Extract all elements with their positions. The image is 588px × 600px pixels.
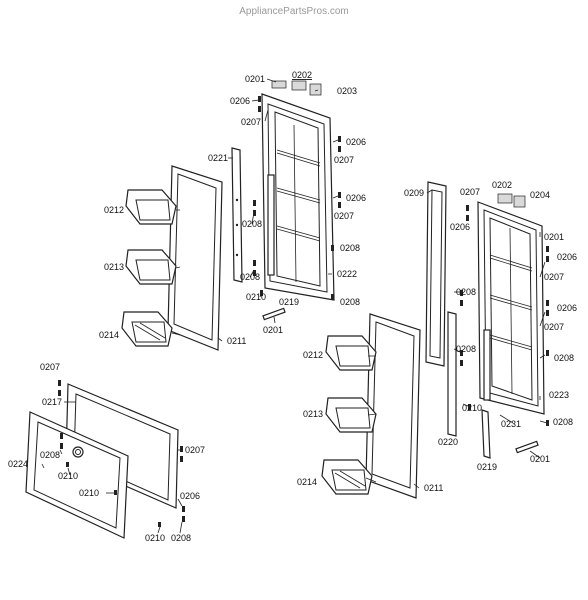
part-labels: 0201 0202 0203 0206 0207 0206 0207 0221 …	[8, 70, 577, 543]
part-label: 0231	[501, 419, 521, 429]
part-label: 0207	[544, 272, 564, 282]
watermark: AppliancePartsPros.com	[239, 6, 349, 17]
part-label: 0210	[145, 533, 165, 543]
part-label: 0208	[456, 287, 476, 297]
part-label: 0212	[104, 205, 124, 215]
part-label: 0206	[450, 222, 470, 232]
trim-strip-0220	[447, 311, 457, 437]
part-label: 0201	[530, 454, 550, 464]
part-label: 0208	[340, 243, 360, 253]
part-label: 0217	[42, 397, 62, 407]
part-label: 0207	[334, 211, 354, 221]
part-label: 0223	[549, 390, 569, 400]
part-label: 0212	[303, 350, 323, 360]
part-label: 0206	[346, 193, 366, 203]
part-label: 0208	[340, 297, 360, 307]
hinge-cap-0201	[271, 80, 287, 89]
part-label: 0206	[557, 252, 577, 262]
cap-0202-right	[497, 193, 513, 204]
part-label: 0207	[185, 445, 205, 455]
part-label: 0220	[438, 437, 458, 447]
part-label: 0208	[171, 533, 191, 543]
part-label: 0207	[460, 187, 480, 197]
part-label: 0214	[99, 330, 119, 340]
cap-0202	[291, 80, 307, 91]
part-label: 0210	[79, 488, 99, 498]
part-label: 0207	[544, 322, 564, 332]
drawer-gasket-0224	[25, 411, 129, 539]
part-label: 0208	[554, 353, 574, 363]
part-label: 0210	[246, 292, 266, 302]
part-label: 0201	[263, 325, 283, 335]
part-label: 0202	[292, 70, 312, 80]
cap-0203	[309, 83, 322, 96]
part-label: 0210	[462, 403, 482, 413]
part-label: 0202	[492, 180, 512, 190]
part-label: 0203	[337, 86, 357, 96]
part-label: 0208	[242, 219, 262, 229]
part-label: 0208	[553, 417, 573, 427]
door-bin-0212	[125, 189, 177, 225]
part-label: 0211	[424, 483, 443, 493]
part-label: 0208	[40, 450, 60, 460]
part-label: 0213	[104, 262, 124, 272]
part-label: 0221	[208, 153, 228, 163]
part-label: 0214	[297, 477, 317, 487]
part-label: 0207	[241, 117, 261, 127]
trim-strip-0221	[231, 147, 243, 283]
part-label: 0206	[557, 303, 577, 313]
left-door-assembly	[121, 80, 341, 351]
door-bin-0214-right	[321, 459, 373, 495]
part-label: 0219	[279, 297, 299, 307]
part-label: 0208	[456, 344, 476, 354]
part-label: 0207	[334, 155, 354, 165]
part-label: 0206	[230, 96, 250, 106]
part-label: 0211	[227, 336, 246, 346]
part-label: 0206	[346, 137, 366, 147]
rod-0219	[481, 409, 491, 459]
part-label: 0209	[404, 188, 424, 198]
leader-lines	[41, 78, 548, 534]
part-label: 0204	[530, 190, 550, 200]
vertical-panel-0209	[425, 181, 447, 367]
part-label: 0206	[180, 491, 200, 501]
drawer-door-assembly	[25, 380, 185, 539]
part-label: 0219	[477, 462, 497, 472]
part-label: 0201	[245, 74, 265, 84]
part-label: 0207	[40, 362, 60, 372]
door-bin-0213-right	[325, 397, 377, 433]
door-bin-0214	[121, 311, 173, 347]
part-label: 0208	[240, 272, 260, 282]
right-door-assembly	[321, 181, 549, 499]
door-bin-0213	[125, 249, 177, 285]
part-label: 0224	[8, 459, 28, 469]
door-bin-0212-right	[325, 335, 377, 371]
part-label: 0210	[58, 471, 78, 481]
part-label: 0222	[337, 269, 357, 279]
cap-0204	[513, 195, 526, 208]
part-label: 0201	[544, 232, 564, 242]
part-label: 0213	[303, 409, 323, 419]
